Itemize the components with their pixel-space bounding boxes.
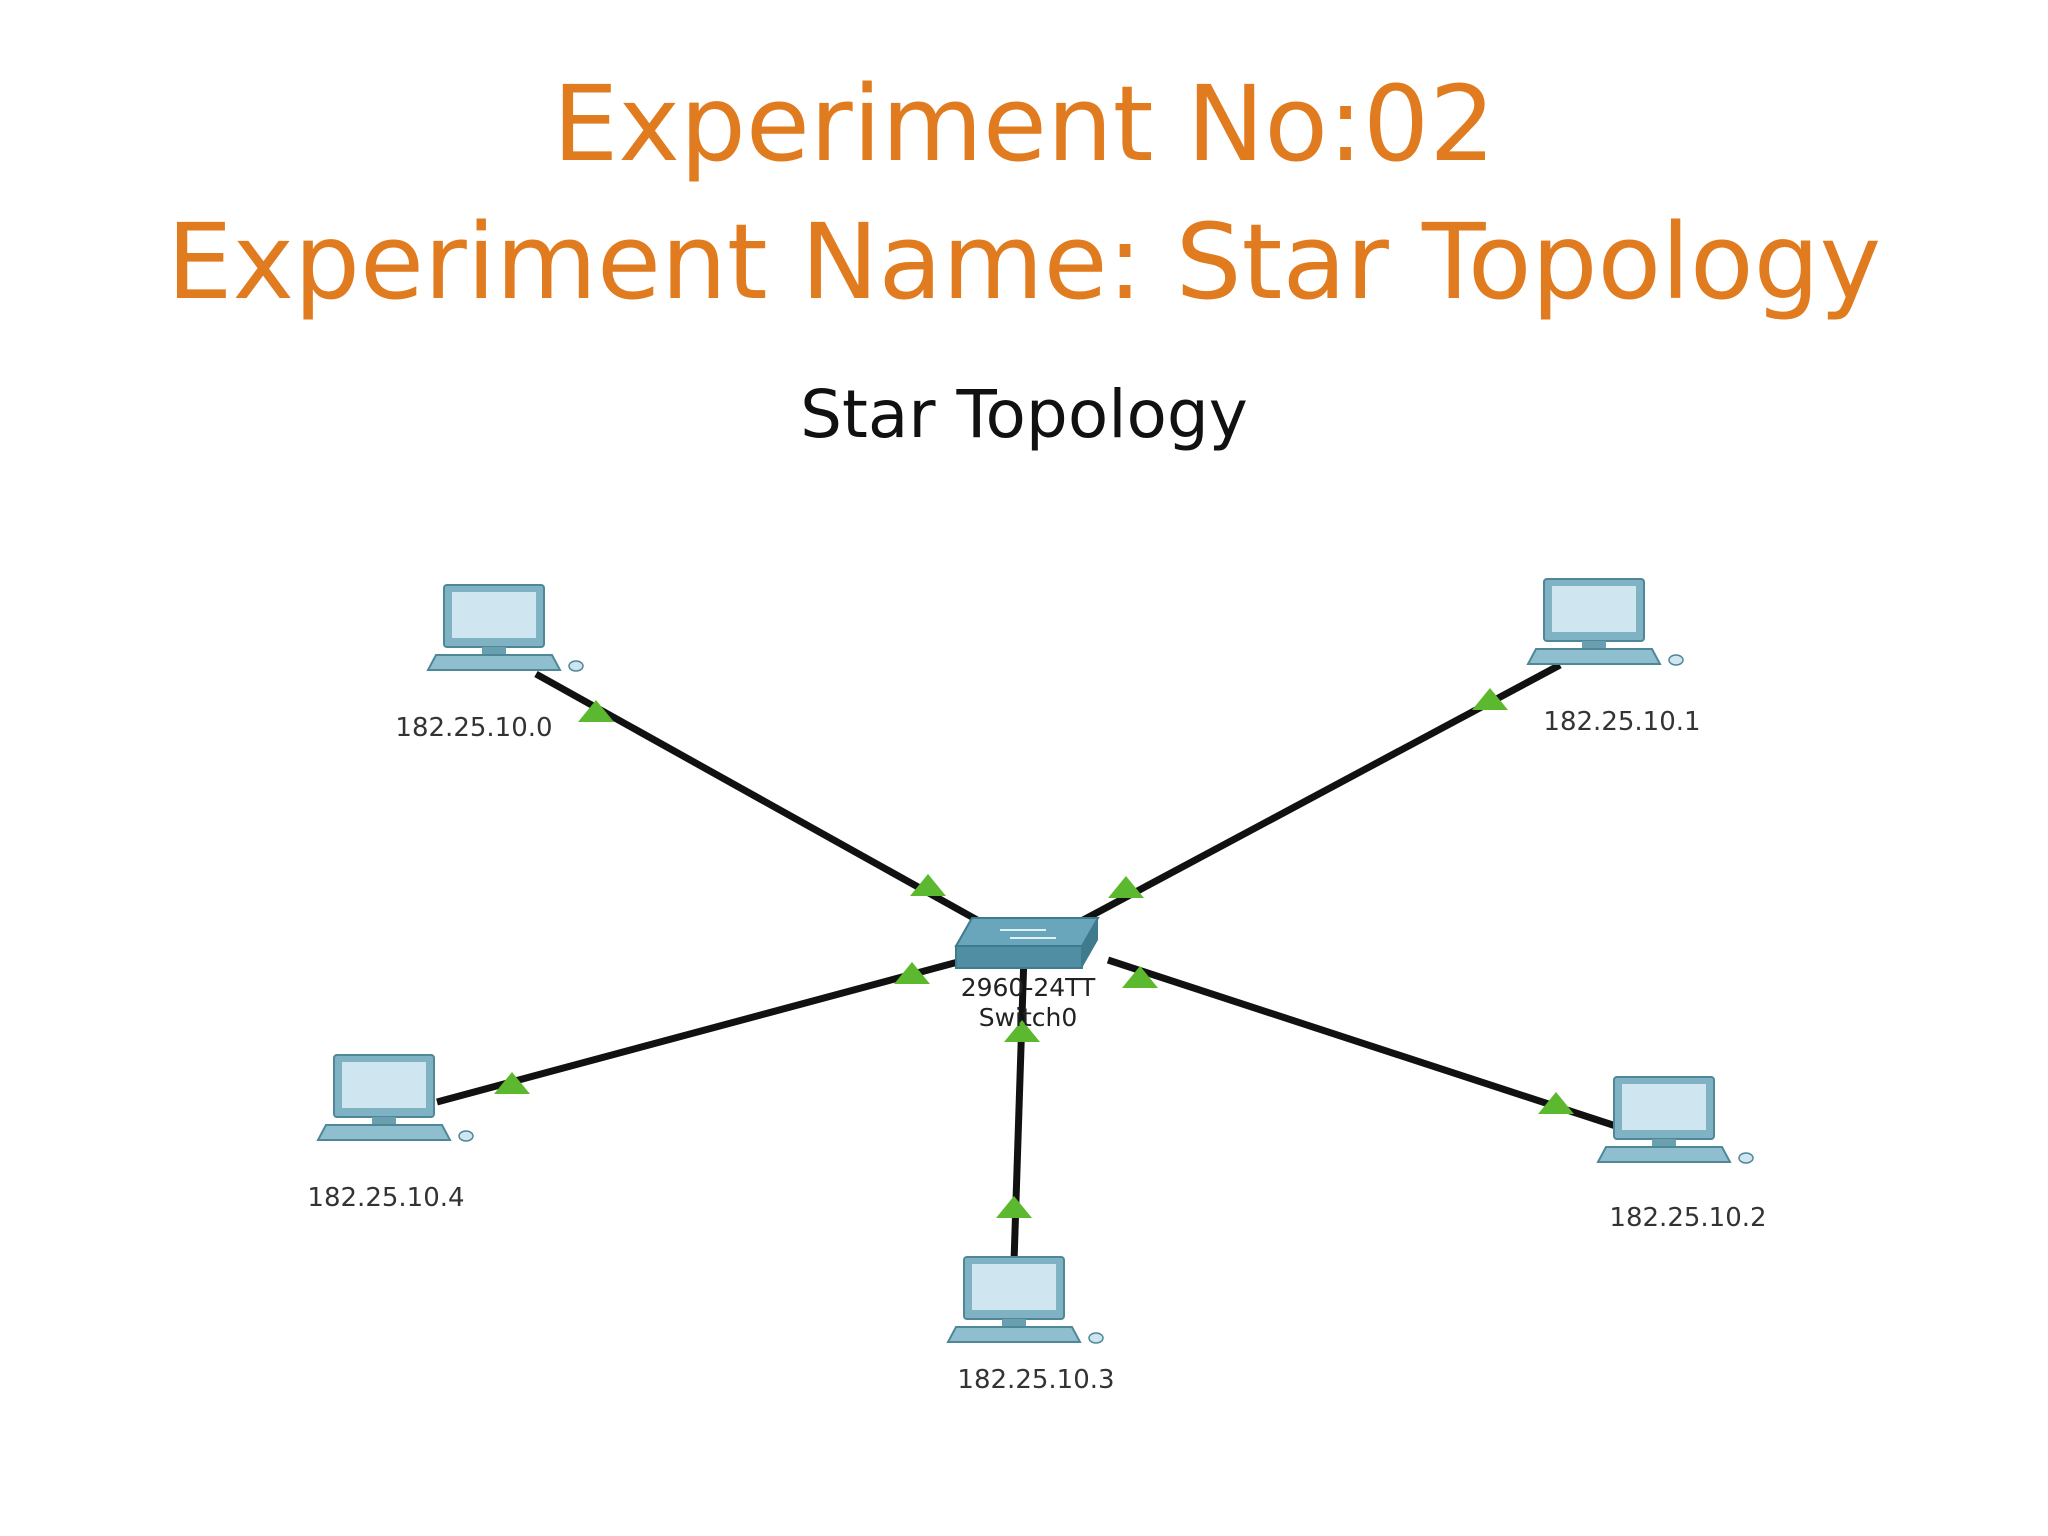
title-line-2: Experiment Name: Star Topology [166, 201, 1882, 323]
subtitle: Star Topology [800, 376, 1248, 453]
host-label-2: 182.25.10.2 [1609, 1203, 1766, 1233]
link-up-indicator [578, 700, 614, 722]
link-up-indicator [1004, 1020, 1040, 1042]
switch-model-label: 2960-24TT [961, 973, 1096, 1002]
host-label-4: 182.25.10.4 [307, 1183, 464, 1213]
link-up-indicator [1122, 966, 1158, 988]
pc-icon[interactable] [947, 1256, 1104, 1344]
title-line-1: Experiment No:02 [552, 63, 1496, 185]
link-up-indicator [1108, 876, 1144, 898]
link-host-2 [1106, 956, 1624, 1132]
link-up-indicator [910, 874, 946, 896]
pc-icon[interactable] [1597, 1076, 1754, 1164]
host-label-1: 182.25.10.1 [1543, 707, 1700, 737]
link-host-4 [436, 958, 959, 1106]
link-up-indicator [1538, 1092, 1574, 1114]
link-up-indicator [494, 1072, 530, 1094]
link-up-indicator [996, 1196, 1032, 1218]
link-host-0 [534, 670, 990, 930]
link-up-indicator [1472, 688, 1508, 710]
host-label-0: 182.25.10.0 [395, 713, 552, 743]
switch-icon[interactable] [954, 917, 1100, 969]
link-indicators [494, 688, 1574, 1218]
host-label-3: 182.25.10.3 [957, 1365, 1114, 1395]
pc-icon[interactable] [1527, 578, 1684, 666]
link-up-indicator [894, 962, 930, 984]
pc-icon[interactable] [427, 584, 584, 672]
switch-name-label: Switch0 [979, 1003, 1078, 1032]
